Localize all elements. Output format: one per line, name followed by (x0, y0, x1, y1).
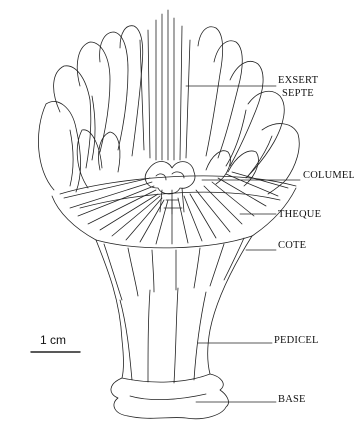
label-columelle: COLUMELLE (303, 170, 354, 182)
label-base: BASE (278, 394, 306, 406)
coral-theque (52, 172, 296, 248)
scale-bar-label: 1 cm (40, 333, 66, 347)
coral-pedicel (96, 236, 252, 383)
label-exsert: EXSERT (278, 75, 318, 87)
label-septe: SEPTE (282, 88, 314, 100)
label-pedicel: PEDICEL (274, 335, 319, 347)
label-theque: THEQUE (278, 209, 321, 221)
coral-base (111, 374, 229, 419)
coral-exsert-septe (38, 10, 299, 194)
coral-columelle (145, 162, 195, 215)
label-cote: COTE (278, 240, 306, 252)
